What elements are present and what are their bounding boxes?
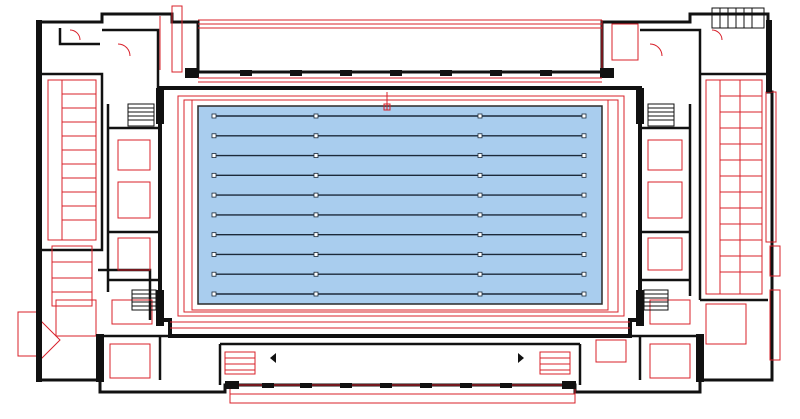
lane-float: [581, 133, 587, 139]
right-changing-rooms: [611, 23, 781, 361]
arrow-right-icon: [518, 353, 524, 363]
bottom-corridor: [100, 334, 700, 385]
lane-float: [313, 133, 319, 139]
lane-float: [477, 271, 483, 277]
bottom-red-lines: [109, 321, 691, 404]
lane-float: [211, 113, 217, 119]
lane-float: [477, 133, 483, 139]
lane-float: [477, 212, 483, 218]
lane-float: [477, 252, 483, 257]
lane-float: [581, 192, 587, 198]
lane-float: [313, 192, 319, 198]
lane-float: [581, 212, 587, 218]
structural-piers: [36, 20, 772, 382]
lane-float: [211, 192, 217, 198]
lane-float: [313, 252, 319, 257]
lane-float: [477, 172, 483, 178]
lane-float: [211, 291, 217, 297]
swimming-pool: [191, 92, 609, 311]
lane-float: [211, 172, 217, 178]
lane-float: [581, 232, 587, 238]
top-gallery: [159, 5, 603, 73]
bottom-columns: [225, 381, 576, 389]
lane-float: [581, 172, 587, 178]
lane-float: [313, 153, 319, 158]
start-markers: [381, 92, 393, 111]
entrance-arrows: [270, 353, 524, 363]
top-columns: [185, 68, 614, 78]
lane-float: [477, 113, 483, 119]
top-arcade-line: [198, 77, 602, 83]
lane-float: [477, 291, 483, 297]
lane-float: [211, 271, 217, 277]
lane-float: [581, 113, 587, 119]
lane-float: [313, 212, 319, 218]
lane-float: [211, 212, 217, 218]
pool-water: [197, 105, 603, 305]
lane-float: [211, 232, 217, 238]
lane-float: [313, 291, 319, 297]
lane-float: [581, 153, 587, 158]
arrow-left-icon: [270, 353, 276, 363]
lane-float: [211, 252, 217, 257]
lane-float: [211, 133, 217, 139]
lane-float: [581, 271, 587, 277]
lane-float: [477, 232, 483, 238]
left-stair: [127, 103, 157, 311]
lane-ropes: [211, 113, 587, 297]
lane-float: [477, 153, 483, 158]
lane-float: [581, 252, 587, 257]
lane-float: [313, 232, 319, 238]
lane-float: [313, 271, 319, 277]
lane-float: [313, 172, 319, 178]
left-changing-rooms: [17, 29, 153, 361]
lane-float: [211, 153, 217, 158]
lane-float: [581, 291, 587, 297]
lane-float: [313, 113, 319, 119]
lane-float: [477, 192, 483, 198]
right-wing: [640, 28, 768, 302]
